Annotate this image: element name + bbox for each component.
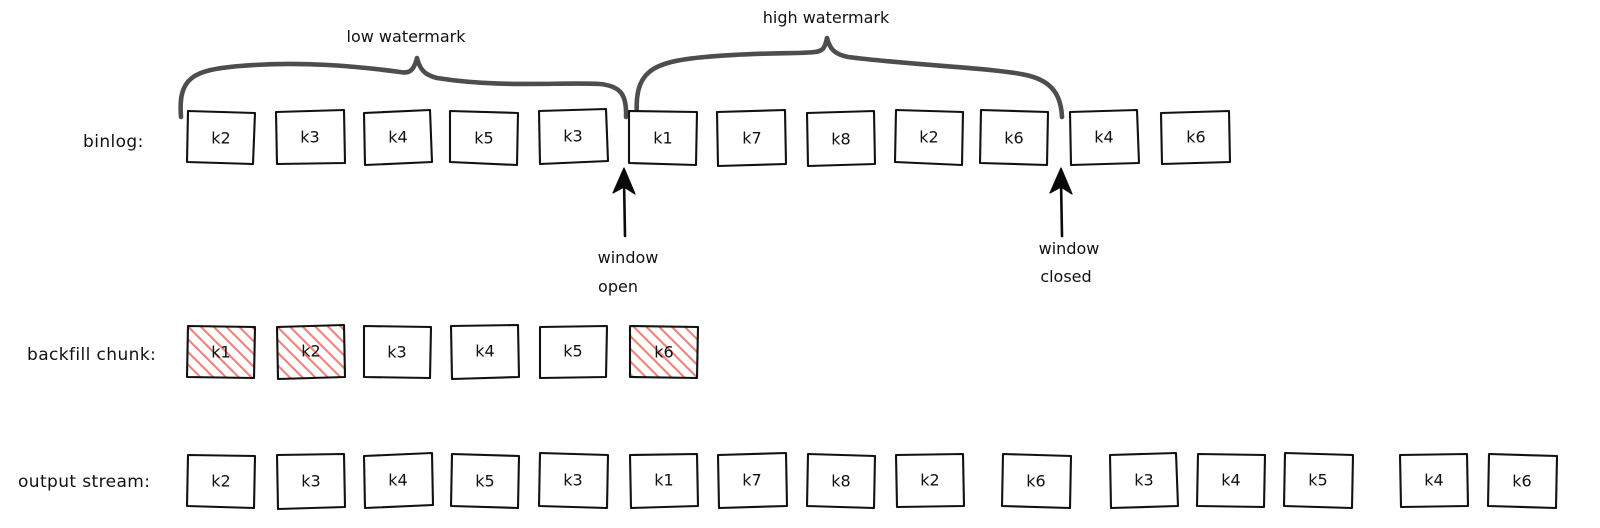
binlog-box-11: k4 xyxy=(1068,108,1141,167)
output-box-2: k3 xyxy=(275,452,347,511)
output-box-6: k1 xyxy=(628,452,700,510)
binlog-box-9: k2 xyxy=(893,108,965,167)
high-watermark-brace-path xyxy=(634,35,1065,120)
row-output-stream: output stream: k2 k3 k4 k5 k3 xyxy=(18,451,1559,511)
backfill-box-6: k6 xyxy=(628,324,700,380)
output-box-3-text: k4 xyxy=(388,471,407,490)
binlog-box-7-text: k7 xyxy=(742,129,761,148)
binlog-box-10-text: k6 xyxy=(1004,129,1023,148)
window-open-arrowhead xyxy=(612,167,636,195)
backfill-box-4: k4 xyxy=(449,323,521,381)
output-box-9: k2 xyxy=(894,452,966,509)
binlog-box-2: k3 xyxy=(274,108,347,166)
brace-high-watermark: high watermark xyxy=(634,8,1065,120)
output-box-13-text: k5 xyxy=(1308,471,1327,490)
binlog-box-1: k2 xyxy=(185,109,257,166)
row-label-output-stream: output stream: xyxy=(18,472,150,492)
output-box-13: k5 xyxy=(1282,451,1355,510)
backfill-box-6-text: k6 xyxy=(654,343,673,362)
window-open-line1: window xyxy=(598,248,659,267)
binlog-box-1-text: k2 xyxy=(211,129,230,148)
binlog-box-10: k6 xyxy=(978,108,1050,167)
output-box-7: k7 xyxy=(716,451,789,510)
output-box-11: k3 xyxy=(1108,451,1180,510)
binlog-box-12: k6 xyxy=(1159,109,1232,166)
window-closed-line1: window xyxy=(1039,239,1100,258)
high-watermark-label: high watermark xyxy=(763,8,890,27)
output-box-4-text: k5 xyxy=(475,472,494,491)
output-box-2-text: k3 xyxy=(301,472,320,491)
binlog-box-11-text: k4 xyxy=(1094,128,1113,147)
row-backfill-chunk: backfill chunk: k1 k2 k3 k4 k5 xyxy=(27,323,700,381)
binlog-box-8: k8 xyxy=(805,109,877,168)
backfill-box-2: k2 xyxy=(275,323,347,381)
window-open-line2: open xyxy=(598,277,638,296)
backfill-box-2-text: k2 xyxy=(301,342,320,361)
brace-low-watermark: low watermark xyxy=(178,27,629,120)
output-box-8-text: k8 xyxy=(831,472,850,491)
row-label-backfill-chunk: backfill chunk: xyxy=(27,345,156,365)
binlog-box-6: k1 xyxy=(627,109,699,167)
binlog-box-5-text: k3 xyxy=(563,127,582,146)
annotation-window-open: window open xyxy=(598,167,659,296)
output-box-8: k8 xyxy=(805,452,877,510)
window-closed-arrowhead xyxy=(1049,167,1073,195)
backfill-box-1: k1 xyxy=(185,324,257,380)
backfill-box-3: k3 xyxy=(362,324,433,380)
output-box-1: k2 xyxy=(185,453,257,510)
binlog-box-7: k7 xyxy=(715,108,788,168)
output-box-15-text: k6 xyxy=(1512,472,1531,491)
backfill-box-3-text: k3 xyxy=(387,343,406,362)
backfill-box-4-text: k4 xyxy=(475,342,494,361)
output-box-9-text: k2 xyxy=(920,471,939,490)
annotation-window-closed: window closed xyxy=(1039,167,1100,286)
binlog-box-2-text: k3 xyxy=(300,128,319,147)
output-box-1-text: k2 xyxy=(211,472,230,491)
output-box-12: k4 xyxy=(1195,452,1267,509)
backfill-box-5-text: k5 xyxy=(563,342,582,361)
row-binlog: binlog: k2 k3 k4 k5 k3 xyxy=(83,107,1232,168)
binlog-box-3: k4 xyxy=(362,108,434,167)
output-box-6-text: k1 xyxy=(654,471,673,490)
output-box-5-text: k3 xyxy=(563,471,582,490)
output-box-11-text: k3 xyxy=(1134,471,1153,490)
binlog-box-12-text: k6 xyxy=(1186,128,1205,147)
backfill-box-1-text: k1 xyxy=(211,343,230,362)
binlog-box-9-text: k2 xyxy=(919,128,938,147)
output-box-12-text: k4 xyxy=(1221,471,1240,490)
binlog-box-3-text: k4 xyxy=(388,128,407,147)
binlog-box-4: k5 xyxy=(448,109,520,167)
window-closed-line2: closed xyxy=(1040,267,1091,286)
output-box-5: k3 xyxy=(537,451,610,510)
binlog-box-4-text: k5 xyxy=(474,129,493,148)
binlog-box-8-text: k8 xyxy=(831,130,850,149)
binlog-box-6-text: k1 xyxy=(653,129,672,148)
output-box-14: k4 xyxy=(1398,452,1470,509)
output-box-3: k4 xyxy=(362,451,435,510)
low-watermark-label: low watermark xyxy=(347,27,467,46)
output-box-10: k6 xyxy=(1000,452,1073,510)
output-box-4: k5 xyxy=(449,452,521,510)
row-label-binlog: binlog: xyxy=(83,132,144,152)
output-box-7-text: k7 xyxy=(742,471,761,490)
low-watermark-brace-path xyxy=(178,55,629,120)
output-box-10-text: k6 xyxy=(1026,472,1045,491)
output-box-15: k6 xyxy=(1486,452,1559,510)
binlog-box-5: k3 xyxy=(537,107,610,166)
backfill-box-5: k5 xyxy=(538,324,609,380)
output-box-14-text: k4 xyxy=(1424,471,1443,490)
